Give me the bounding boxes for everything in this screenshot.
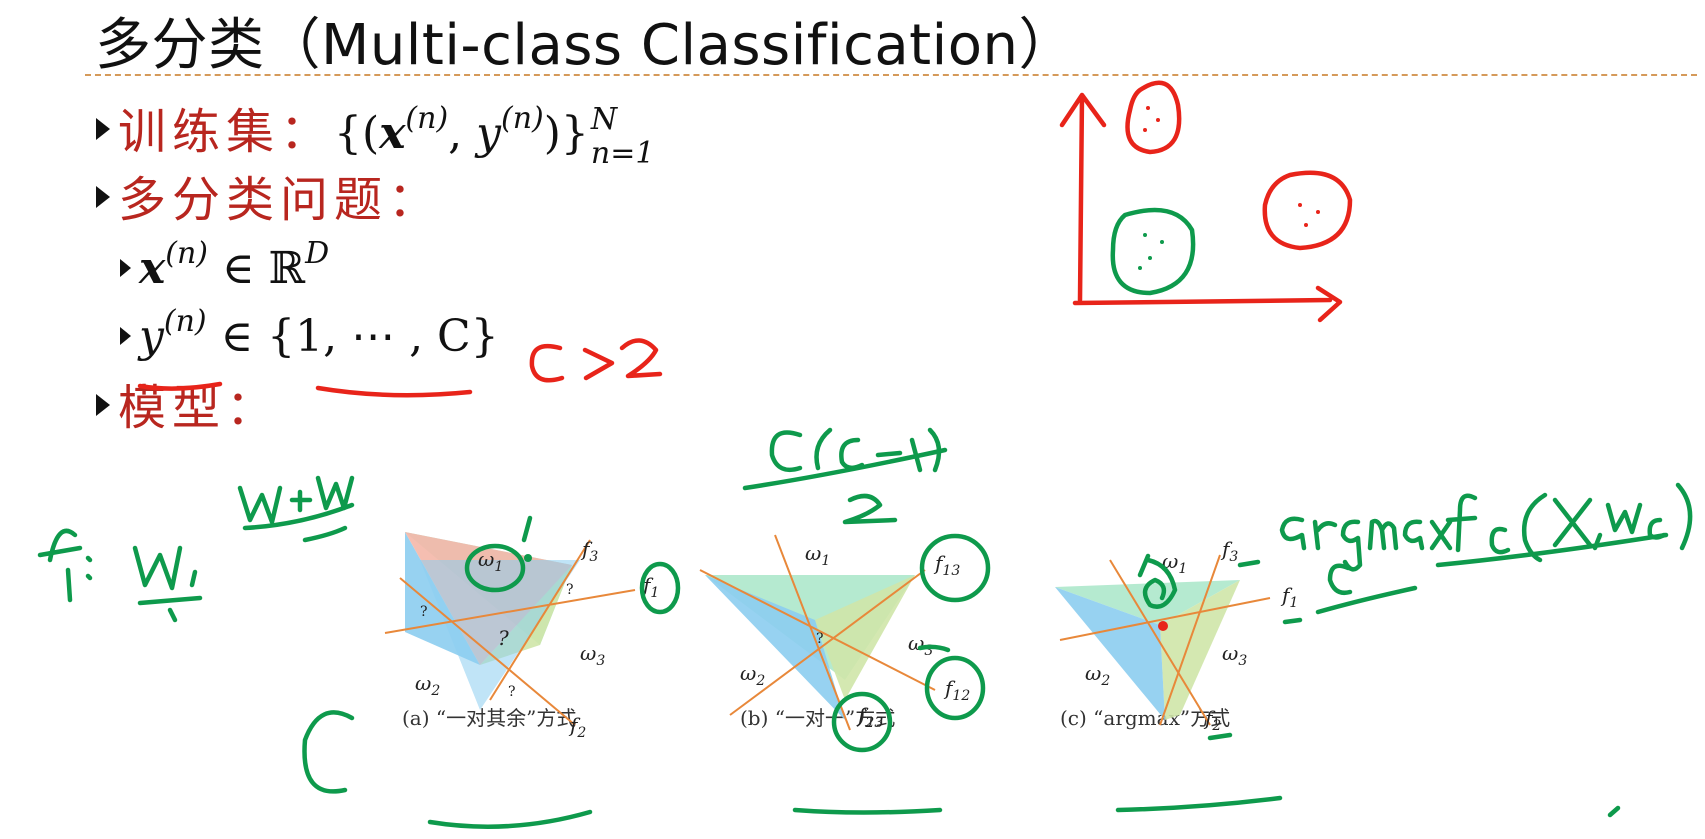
svg-text:?: ? — [566, 582, 574, 598]
region-omega3 — [815, 575, 915, 700]
boundary-f2 — [1109, 559, 1211, 726]
handwritten-annotations — [37, 80, 1693, 829]
bullet-y-domain: y(n) ∈ {1, ⋯ , C} — [120, 304, 499, 362]
svg-text:ω2: ω2 — [415, 671, 440, 699]
svg-text:?: ? — [508, 684, 516, 700]
problem-label: 多分类问题： — [118, 172, 443, 228]
bullet-arrow-icon — [96, 118, 110, 140]
slide-title: 多分类（Multi-class Classification） — [95, 13, 1075, 78]
bullet-problem: 多分类问题： — [96, 160, 442, 230]
region-blue-wedge — [420, 560, 580, 710]
svg-text:f12: f12 — [943, 676, 970, 704]
boundary-f23 — [774, 534, 851, 731]
boundary-f3 — [489, 539, 591, 701]
bullet-arrow-icon — [96, 394, 110, 416]
caption-one-vs-one: (b) “一对一”方式 — [740, 706, 896, 730]
svg-text:f23: f23 — [856, 703, 883, 731]
boundary-f1 — [1059, 597, 1271, 641]
sub-bullet-arrow-icon — [120, 259, 131, 277]
svg-text:?: ? — [816, 631, 824, 647]
sub-bullet-arrow-icon — [120, 327, 131, 345]
title-divider — [85, 74, 1697, 76]
svg-text:?: ? — [498, 626, 509, 650]
bullet-x-domain: x(n) ∈ ℝD — [120, 236, 329, 294]
svg-text:f3: f3 — [1220, 537, 1238, 565]
svg-text:ω2: ω2 — [740, 661, 765, 689]
svg-text:ω1: ω1 — [805, 541, 830, 569]
x-domain-expression: x(n) ∈ ℝD — [139, 236, 330, 294]
boundary-f13 — [729, 569, 926, 716]
diagram-one-vs-one: ω1 ω2 ω3 f13 f12 f23 ? — [699, 534, 970, 731]
svg-text:f13: f13 — [933, 551, 960, 579]
boundary-f3 — [1159, 554, 1221, 726]
svg-text:f2: f2 — [1203, 706, 1221, 734]
svg-text:f2: f2 — [568, 713, 586, 741]
training-set-label: 训练集： — [118, 104, 335, 160]
svg-text:f3: f3 — [580, 537, 598, 565]
svg-text:?: ? — [420, 604, 428, 620]
diagram-argmax: ω1 ω2 ω3 f1 f2 f3 — [1055, 537, 1298, 734]
svg-text:f1: f1 — [1280, 583, 1298, 611]
y-domain-expression: y(n) ∈ {1, ⋯ , C} — [139, 304, 499, 362]
boundary-f12 — [699, 569, 936, 691]
bullet-arrow-icon — [96, 186, 110, 208]
region-omega2 — [1055, 587, 1165, 720]
boundary-f1 — [384, 589, 636, 634]
boundary-f2 — [399, 577, 576, 726]
svg-text:ω2: ω2 — [1085, 661, 1110, 689]
svg-text:ω3: ω3 — [580, 641, 605, 669]
region-omega2 — [705, 575, 845, 720]
svg-text:ω1: ω1 — [1162, 549, 1187, 577]
caption-one-vs-rest: (a) “一对其余”方式 — [402, 706, 577, 730]
svg-text:ω3: ω3 — [1222, 641, 1247, 669]
svg-text:ω1: ω1 — [478, 547, 503, 575]
